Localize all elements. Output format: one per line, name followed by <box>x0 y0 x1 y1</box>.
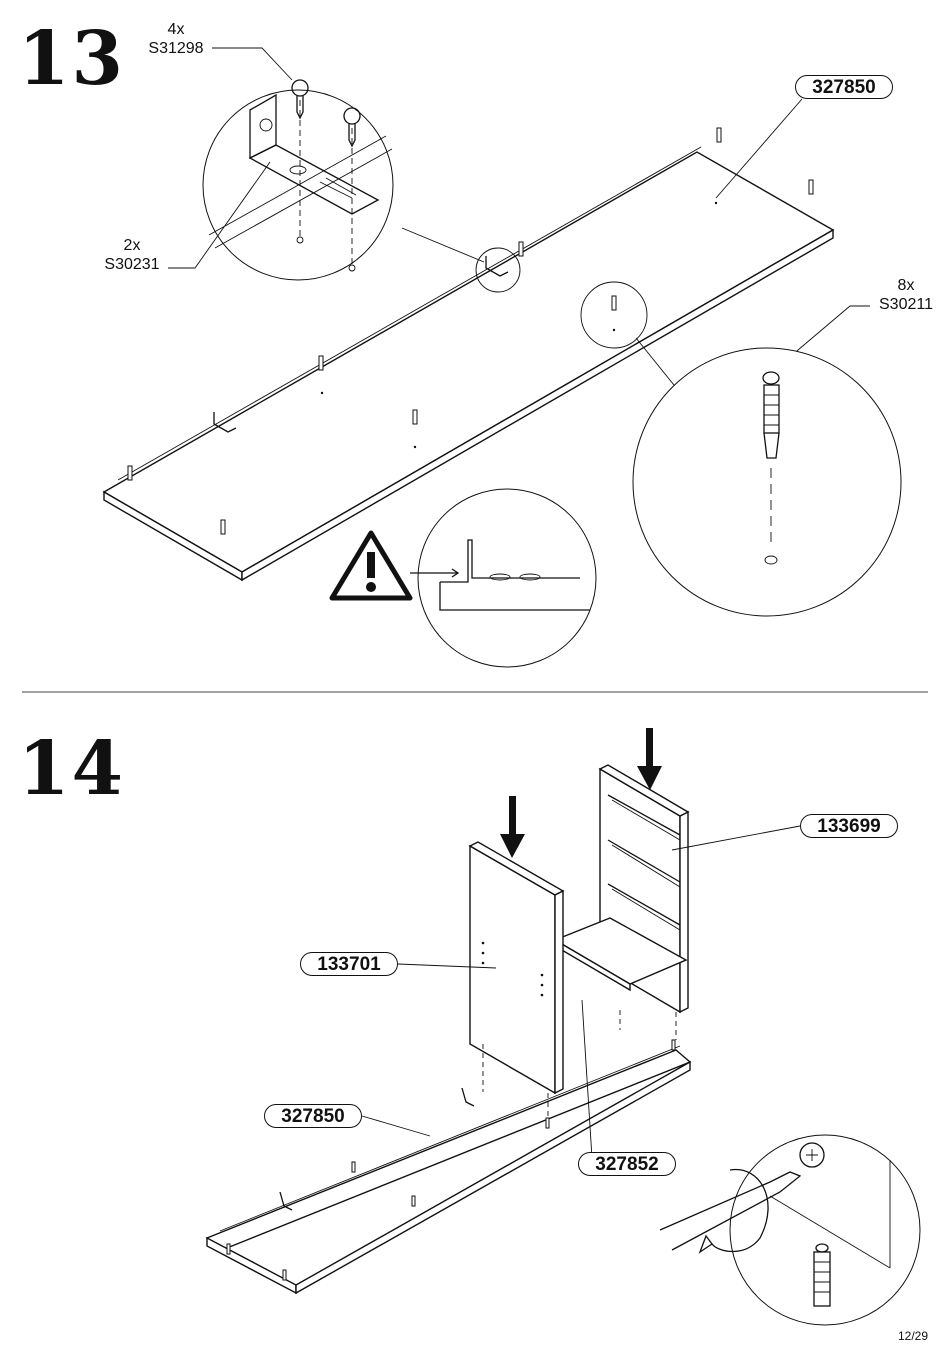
panel-327850-step13 <box>102 146 835 582</box>
bracket-part-label: 2x S30231 <box>96 236 168 274</box>
dowel-part-label: 8x S30211 <box>870 276 942 314</box>
part-label-327852: 327852 <box>578 1152 676 1176</box>
screw-code: S31298 <box>148 40 204 57</box>
step-14-number: 14 <box>18 726 125 812</box>
dowel-qty: 8x <box>897 277 915 294</box>
bracket-qty: 2x <box>123 237 141 254</box>
bracket-detail-circle <box>202 79 485 281</box>
screw-qty: 4x <box>167 21 185 38</box>
down-arrow-icon <box>500 728 662 858</box>
part-label-327850-step14: 327850 <box>264 1104 362 1128</box>
page-number: 12/29 <box>897 1329 928 1343</box>
warning-triangle-icon <box>329 530 413 601</box>
dowels-on-panel <box>127 127 814 535</box>
panel-327850-step14 <box>205 1045 692 1295</box>
bracket-code: S30231 <box>104 256 160 273</box>
part-label-133699: 133699 <box>800 814 898 838</box>
screw-part-label: 4x S31298 <box>140 20 212 58</box>
caution-detail-circle <box>410 488 597 668</box>
step-13-number: 13 <box>18 16 125 102</box>
part-label-327850: 327850 <box>795 75 893 99</box>
dowel-code: S30211 <box>879 296 933 313</box>
part-label-133701: 133701 <box>300 952 398 976</box>
dowel-detail-circle <box>632 337 902 617</box>
panel-327852 <box>553 917 688 992</box>
panel-133701 <box>468 841 565 1095</box>
screwdriver-detail-circle <box>659 1134 921 1326</box>
brackets-on-panel <box>213 256 509 433</box>
